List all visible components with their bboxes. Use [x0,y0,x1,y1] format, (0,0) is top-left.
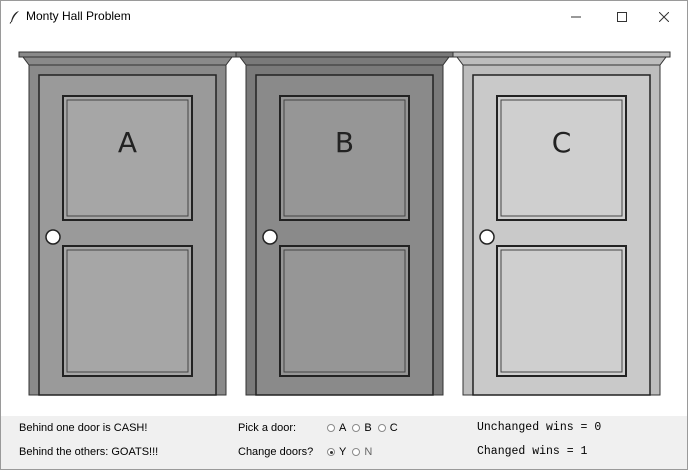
maximize-button[interactable] [599,1,645,32]
door-b[interactable]: B [235,51,454,396]
title-bar[interactable]: Monty Hall Problem [1,1,687,32]
radio-label: A [339,422,347,434]
radio-label: Y [339,446,347,458]
pick-door-radio-c[interactable]: C [377,422,398,434]
radio-label: N [364,446,373,458]
pick-door-label: Pick a door: [238,422,297,434]
close-icon [659,11,669,22]
info-goats-text: Behind the others: GOATS!!! [19,446,159,458]
radio-circle-icon [327,424,335,432]
door-c[interactable]: C [452,51,671,396]
door-label: A [118,126,137,159]
change-doors-label: Change doors? [238,446,314,458]
radio-label: B [364,422,372,434]
change-doors-radio-y[interactable]: Y [327,446,346,458]
door-a[interactable]: A [18,51,237,396]
pick-door-radio-a[interactable]: A [327,422,346,434]
doors-canvas[interactable]: A B C [1,32,687,416]
radio-circle-icon [352,424,361,432]
close-button[interactable] [641,1,687,32]
door-knob-icon [262,229,278,245]
radio-label: C [389,422,398,434]
unchanged-wins-text: Unchanged wins = 0 [477,421,602,434]
window-title: Monty Hall Problem [26,9,131,23]
radio-circle-icon [327,448,335,456]
feather-icon [9,11,19,24]
door-knob-icon [45,229,61,245]
door-label: C [552,126,572,159]
radio-circle-icon [377,424,386,432]
doors-drawing: A B C [18,51,671,396]
change-doors-radio-n[interactable]: N [352,446,372,458]
minimize-button[interactable] [553,1,599,32]
minimize-icon [571,16,581,17]
info-cash-text: Behind one door is CASH! [19,422,148,434]
radio-circle-icon [352,448,361,456]
door-knob-icon [479,229,495,245]
pick-door-radio-group: A B C [327,422,404,434]
door-label: B [335,126,354,159]
maximize-icon [617,11,627,22]
control-panel: Behind one door is CASH! Behind the othe… [1,416,687,469]
changed-wins-text: Changed wins = 1 [477,445,588,458]
pick-door-radio-b[interactable]: B [352,422,372,434]
